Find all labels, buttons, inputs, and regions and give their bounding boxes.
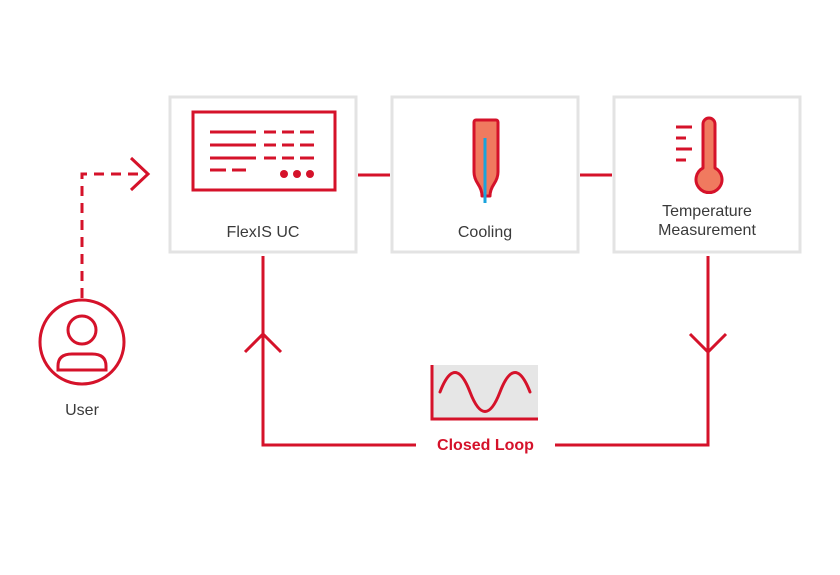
controller-box: [168, 95, 358, 254]
temperature-label-line2: Measurement: [658, 222, 756, 239]
controller-label: FlexIS UC: [226, 224, 300, 241]
closed-loop-path: [243, 256, 728, 447]
temperature-label-line1: Temperature: [662, 203, 752, 220]
closed-loop-label: Closed Loop: [437, 437, 534, 454]
sine-wave-graph-icon: [430, 365, 538, 421]
loop-arrow-down: [688, 332, 728, 355]
loop-arrow-up: [243, 331, 283, 354]
user-input-arrow: [80, 156, 151, 298]
cooling-label: Cooling: [457, 224, 513, 241]
user-icon: [38, 298, 126, 386]
thermometer-icon: [676, 116, 724, 195]
controller-panel-icon: [191, 110, 337, 192]
user-label: User: [65, 402, 99, 419]
cooling-probe-icon: [472, 118, 500, 203]
